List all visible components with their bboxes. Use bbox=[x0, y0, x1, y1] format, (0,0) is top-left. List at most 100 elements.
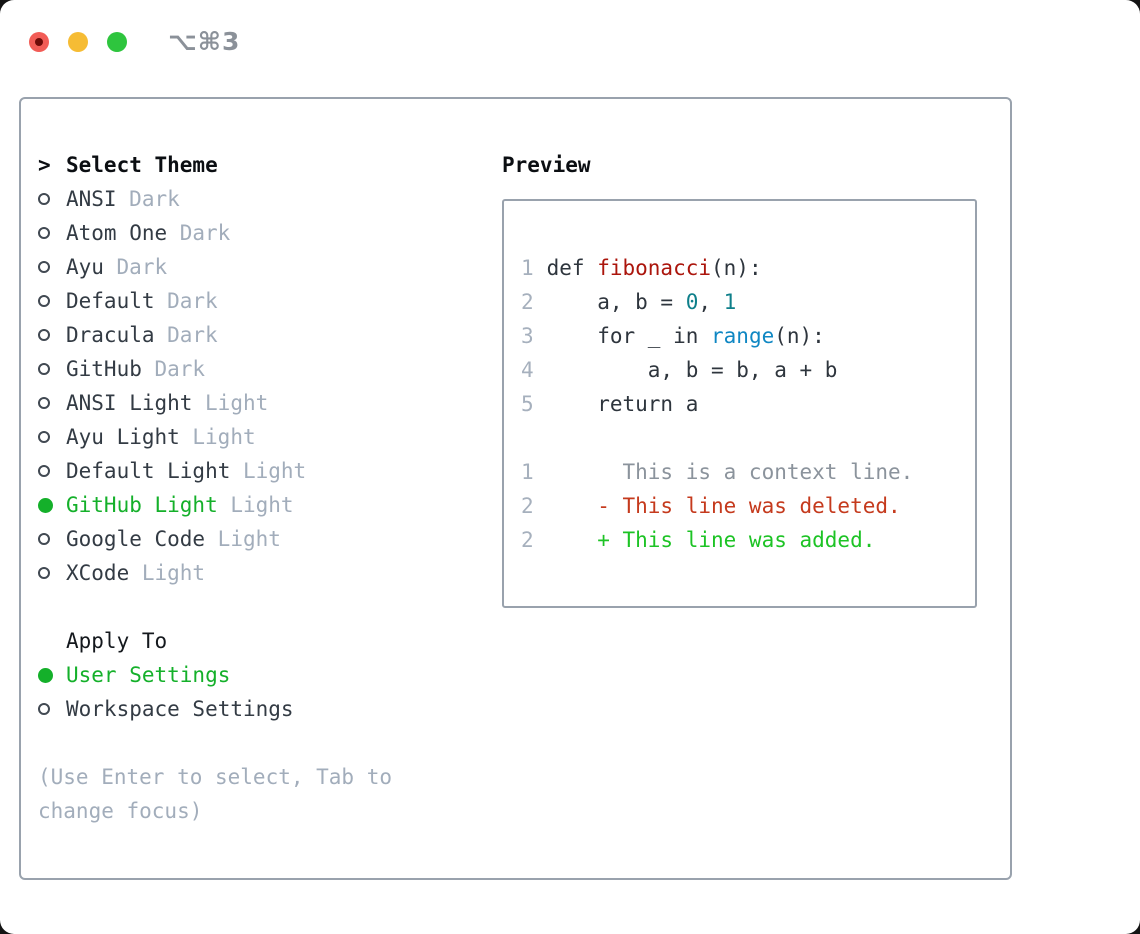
theme-name: Dracula bbox=[66, 323, 155, 347]
radio-glyph bbox=[38, 431, 50, 443]
theme-name: Default bbox=[66, 289, 155, 313]
radio-icon bbox=[38, 431, 66, 443]
line-number: 4 bbox=[521, 358, 534, 382]
radio-glyph bbox=[38, 397, 50, 409]
code-line: 3 for _ in range(n): bbox=[521, 319, 975, 353]
theme-variant: Dark bbox=[154, 357, 206, 381]
apply-to-header: Apply To bbox=[38, 624, 392, 658]
theme-name: GitHub bbox=[66, 357, 142, 381]
code-token: fibonacci bbox=[597, 256, 712, 280]
code-line: 4 a, b = b, a + b bbox=[521, 353, 975, 387]
theme-name: Ayu Light bbox=[66, 425, 180, 449]
hint-line-2: change focus) bbox=[38, 799, 203, 823]
theme-item-ayu[interactable]: Ayu Dark bbox=[38, 250, 392, 284]
theme-variant: Light bbox=[205, 391, 269, 415]
code-token: a, b = bbox=[534, 290, 686, 314]
theme-item-ansi[interactable]: ANSI Dark bbox=[38, 182, 392, 216]
apply-to-title: Apply To bbox=[66, 629, 168, 653]
code-token: a, b = b, a + b bbox=[534, 358, 838, 382]
radio-icon bbox=[38, 295, 66, 307]
theme-variant: Light bbox=[217, 527, 281, 551]
theme-name: Ayu bbox=[66, 255, 104, 279]
line-number: 1 bbox=[521, 460, 534, 484]
radio-icon bbox=[38, 227, 66, 239]
line-number: 2 bbox=[521, 290, 534, 314]
radio-selected-icon bbox=[38, 667, 66, 683]
theme-variant: Dark bbox=[129, 187, 180, 211]
code-line: 2 a, b = 0, 1 bbox=[521, 285, 975, 319]
select-theme-header: > Select Theme bbox=[38, 148, 392, 182]
radio-icon bbox=[38, 465, 66, 477]
code-token: This is a context line. bbox=[534, 460, 914, 484]
theme-item-default[interactable]: Default Dark bbox=[38, 284, 392, 318]
radio-selected-icon bbox=[38, 497, 66, 513]
theme-item-google-code[interactable]: Google Code Light bbox=[38, 522, 392, 556]
radio-icon bbox=[38, 567, 66, 579]
code-token: , bbox=[698, 290, 724, 314]
code-line: 2 - This line was deleted. bbox=[521, 489, 975, 523]
line-number: 2 bbox=[521, 494, 534, 518]
preview-title: Preview bbox=[502, 153, 591, 177]
radio-icon bbox=[38, 703, 66, 715]
code-token: return a bbox=[534, 392, 699, 416]
radio-icon bbox=[38, 533, 66, 545]
close-button[interactable] bbox=[29, 31, 49, 52]
code-token: - This line was deleted. bbox=[534, 494, 901, 518]
radio-icon bbox=[38, 261, 66, 273]
apply-option-workspace-settings[interactable]: Workspace Settings bbox=[38, 692, 392, 726]
theme-variant: Dark bbox=[116, 255, 168, 279]
code-line: 1 This is a context line. bbox=[521, 455, 975, 489]
apply-option-user-settings[interactable]: User Settings bbox=[38, 658, 392, 692]
theme-name: GitHub Light bbox=[66, 493, 218, 517]
apply-option-label: User Settings bbox=[66, 663, 231, 687]
zoom-button[interactable] bbox=[107, 31, 127, 52]
radio-glyph bbox=[38, 329, 50, 341]
radio-glyph bbox=[38, 567, 50, 579]
theme-variant: Dark bbox=[179, 221, 231, 245]
theme-variant: Dark bbox=[167, 323, 218, 347]
radio-icon bbox=[38, 329, 66, 341]
code-line: 5 return a bbox=[521, 387, 975, 421]
spacer bbox=[38, 726, 392, 760]
radio-glyph bbox=[38, 295, 50, 307]
theme-name: ANSI bbox=[66, 187, 117, 211]
line-number: 2 bbox=[521, 528, 534, 552]
theme-item-ayu-light[interactable]: Ayu Light Light bbox=[38, 420, 392, 454]
radio-glyph bbox=[38, 497, 53, 513]
minimize-button[interactable] bbox=[68, 31, 88, 52]
radio-glyph bbox=[38, 261, 50, 273]
theme-item-github[interactable]: GitHub Dark bbox=[38, 352, 392, 386]
code-token: for _ in bbox=[534, 324, 712, 348]
radio-glyph bbox=[38, 465, 50, 477]
theme-variant: Dark bbox=[167, 289, 218, 313]
theme-name: XCode bbox=[66, 561, 130, 585]
theme-item-dracula[interactable]: Dracula Dark bbox=[38, 318, 392, 352]
window-title: ⌥⌘3 bbox=[168, 27, 241, 56]
preview-section: Preview 1 def fibonacci(n):2 a, b = 0, 1… bbox=[502, 148, 977, 608]
code-token: + This line was added. bbox=[534, 528, 876, 552]
code-token: range bbox=[711, 324, 775, 348]
radio-glyph bbox=[38, 667, 53, 683]
apply-option-label: Workspace Settings bbox=[66, 697, 294, 721]
theme-name: Default Light bbox=[66, 459, 231, 483]
focus-caret-icon: > bbox=[38, 153, 51, 177]
theme-variant: Light bbox=[192, 425, 256, 449]
code-token: (n): bbox=[774, 324, 825, 348]
hint-line-1: (Use Enter to select, Tab to bbox=[38, 765, 393, 789]
radio-glyph bbox=[38, 533, 50, 545]
code-line: 2 + This line was added. bbox=[521, 523, 975, 557]
theme-name: Google Code bbox=[66, 527, 206, 551]
radio-icon bbox=[38, 193, 66, 205]
